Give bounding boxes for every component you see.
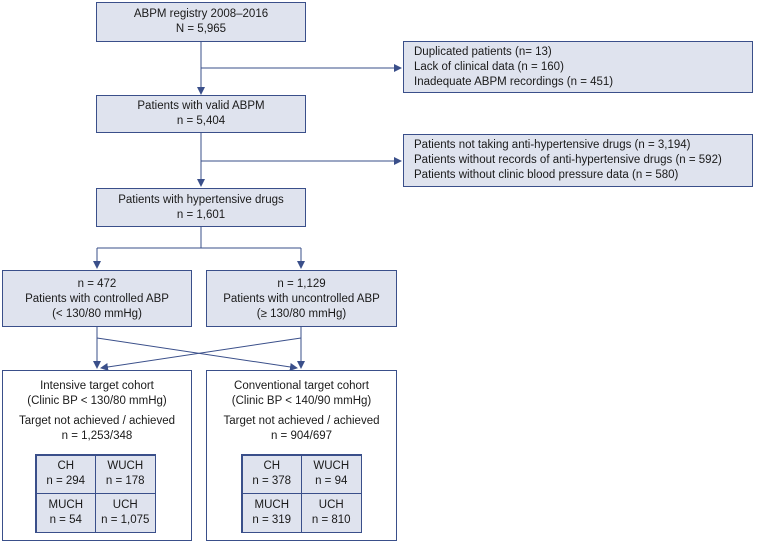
exclusion-2-item: Patients without records of anti-hyperte… bbox=[414, 154, 722, 166]
exclusion-1-item: Lack of clinical data (n = 160) bbox=[414, 61, 564, 73]
valid-abpm-title: Patients with valid ABPM bbox=[137, 100, 265, 112]
cell-label: MUCH bbox=[48, 498, 84, 511]
uncontrolled-count: n = 1,129 bbox=[277, 278, 326, 290]
conventional-cell-wuch: WUCH n = 94 bbox=[301, 454, 362, 494]
intensive-grid: CH n = 294 WUCH n = 178 MUCH n = 54 UCH … bbox=[35, 454, 156, 533]
conventional-cell-uch: UCH n = 810 bbox=[301, 493, 362, 533]
valid-abpm-count: n = 5,404 bbox=[176, 115, 226, 127]
exclusion-1-item: Inadequate ABPM recordings (n = 451) bbox=[414, 76, 614, 88]
intensive-target-count: n = 1,253/348 bbox=[61, 430, 133, 442]
cell-label: CH bbox=[57, 460, 75, 473]
cell-label: UCH bbox=[318, 498, 344, 511]
exclusion-1-item: Duplicated patients (n= 13) bbox=[414, 46, 552, 58]
cell-label: MUCH bbox=[254, 498, 290, 511]
controlled-threshold: (< 130/80 mmHg) bbox=[52, 308, 142, 320]
cell-value: n = 378 bbox=[252, 475, 292, 488]
intensive-cell-much: MUCH n = 54 bbox=[35, 493, 96, 533]
conventional-criteria: (Clinic BP < 140/90 mmHg) bbox=[231, 395, 372, 407]
conventional-title: Conventional target cohort bbox=[234, 380, 369, 392]
arrow-controlled-to-conventional bbox=[96, 337, 298, 371]
uncontrolled-title: Patients with uncontrolled ABP bbox=[223, 293, 380, 305]
exclusion-box-2: Patients not taking anti-hypertensive dr… bbox=[403, 134, 753, 187]
conventional-target-count: n = 904/697 bbox=[270, 430, 333, 442]
cell-label: CH bbox=[263, 460, 281, 473]
registry-box: ABPM registry 2008–2016 N = 5,965 bbox=[96, 2, 306, 42]
cell-value: n = 810 bbox=[311, 513, 351, 526]
intensive-cell-uch: UCH n = 1,075 bbox=[95, 493, 156, 533]
conventional-target-label: Target not achieved / achieved bbox=[223, 415, 380, 427]
valid-abpm-box: Patients with valid ABPM n = 5,404 bbox=[96, 95, 306, 133]
cell-label: WUCH bbox=[107, 460, 144, 473]
controlled-count: n = 472 bbox=[77, 278, 117, 290]
cell-value: n = 294 bbox=[46, 475, 86, 488]
cell-value: n = 94 bbox=[315, 475, 348, 488]
exclusion-2-item: Patients not taking anti-hypertensive dr… bbox=[414, 139, 691, 151]
intensive-cell-ch: CH n = 294 bbox=[35, 454, 96, 494]
intensive-target-label: Target not achieved / achieved bbox=[19, 415, 175, 427]
uncontrolled-abp-box: n = 1,129 Patients with uncontrolled ABP… bbox=[206, 270, 397, 327]
cell-label: UCH bbox=[112, 498, 138, 511]
cell-value: n = 178 bbox=[105, 475, 145, 488]
cell-label: WUCH bbox=[313, 460, 350, 473]
arrow-uncontrolled-to-intensive bbox=[100, 337, 302, 371]
registry-title: ABPM registry 2008–2016 bbox=[133, 8, 269, 20]
registry-count: N = 5,965 bbox=[175, 23, 227, 35]
hypertensive-drugs-count: n = 1,601 bbox=[176, 209, 226, 221]
hypertensive-drugs-box: Patients with hypertensive drugs n = 1,6… bbox=[96, 188, 306, 227]
cell-value: n = 1,075 bbox=[101, 513, 150, 526]
intensive-cell-wuch: WUCH n = 178 bbox=[95, 454, 156, 494]
intensive-title: Intensive target cohort bbox=[40, 380, 154, 392]
intensive-criteria: (Clinic BP < 130/80 mmHg) bbox=[27, 395, 167, 407]
conventional-cell-ch: CH n = 378 bbox=[241, 454, 302, 494]
uncontrolled-threshold: (≥ 130/80 mmHg) bbox=[256, 308, 347, 320]
conventional-grid: CH n = 378 WUCH n = 94 MUCH n = 319 UCH … bbox=[241, 454, 362, 533]
exclusion-2-item: Patients without clinic blood pressure d… bbox=[414, 169, 679, 181]
cell-value: n = 319 bbox=[252, 513, 292, 526]
exclusion-box-1: Duplicated patients (n= 13) Lack of clin… bbox=[403, 41, 753, 93]
hypertensive-drugs-title: Patients with hypertensive drugs bbox=[118, 194, 284, 206]
controlled-title: Patients with controlled ABP bbox=[25, 293, 169, 305]
conventional-cell-much: MUCH n = 319 bbox=[241, 493, 302, 533]
controlled-abp-box: n = 472 Patients with controlled ABP (< … bbox=[2, 270, 192, 327]
cell-value: n = 54 bbox=[49, 513, 82, 526]
